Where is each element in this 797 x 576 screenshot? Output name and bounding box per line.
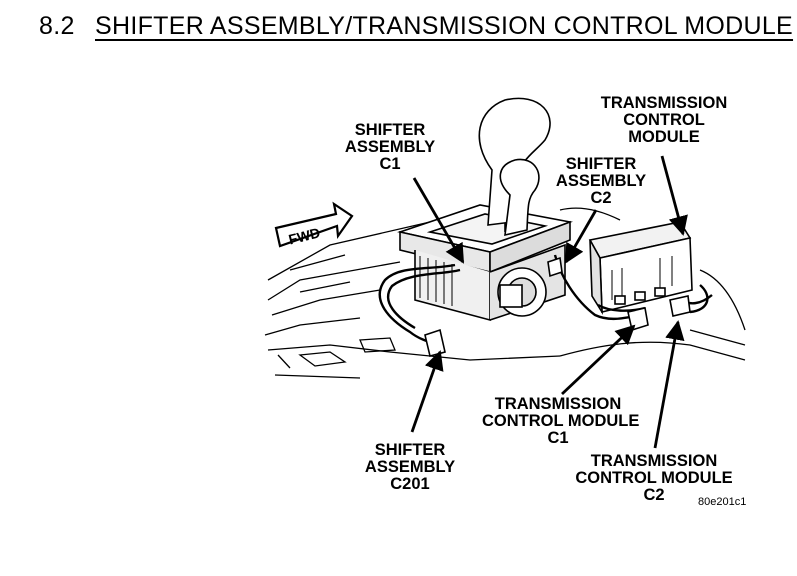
label-shifter-c201: SHIFTER ASSEMBLY C201 — [364, 441, 456, 493]
tcm-module — [588, 221, 693, 315]
label-tcm-c1: TRANSMISSION CONTROL MODULE C1 — [482, 395, 640, 447]
section-title: SHIFTER ASSEMBLY/TRANSMISSION CONTROL MO… — [95, 12, 794, 40]
label-tcm: TRANSMISSION CONTROL MODULE — [600, 94, 728, 146]
label-tcm-c2: TRANSMISSION CONTROL MODULE C2 — [575, 452, 733, 504]
label-shifter-c2: SHIFTER ASSEMBLY C2 — [555, 155, 647, 207]
floor-pan — [264, 207, 746, 379]
label-shifter-c1: SHIFTER ASSEMBLY C1 — [344, 121, 436, 173]
shift-knobs — [478, 97, 551, 237]
leader-lines — [410, 155, 688, 449]
figure-code: 80e201c1 — [698, 496, 747, 508]
fwd-arrow: FWD — [274, 201, 354, 248]
section-number: 8.2 — [39, 12, 75, 40]
connectors — [424, 256, 691, 357]
fwd-text: FWD — [287, 224, 322, 247]
shifter-assembly — [397, 204, 573, 322]
page-title: 8.2 SHIFTER ASSEMBLY/TRANSMISSION CONTROL… — [39, 12, 793, 41]
